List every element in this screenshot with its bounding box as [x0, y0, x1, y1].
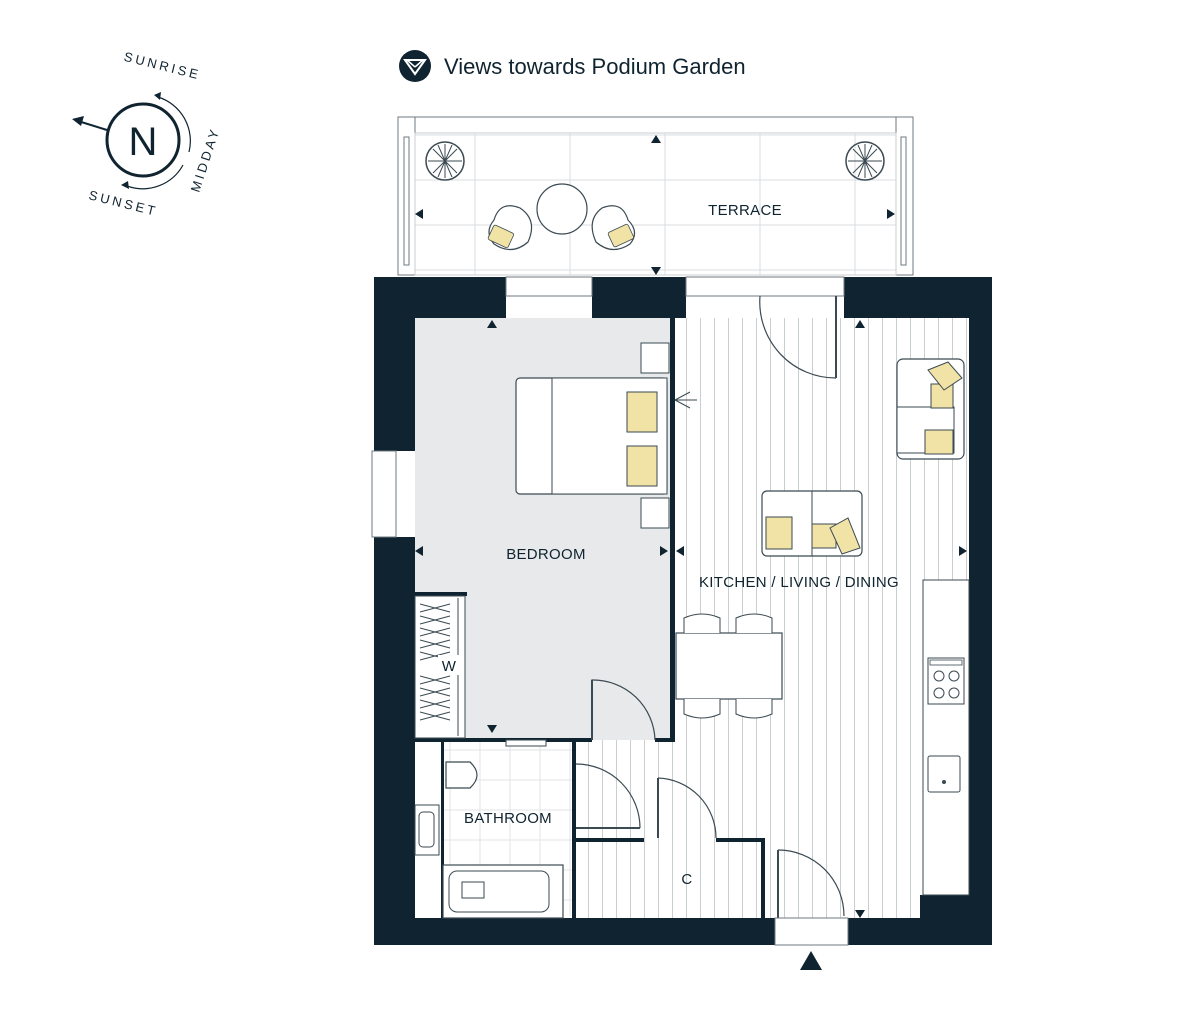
room-label-cupboard: C	[681, 871, 692, 888]
kitchen-counter	[922, 579, 970, 896]
toilet-icon	[445, 761, 478, 789]
compass-sunset: SUNSET	[87, 187, 159, 219]
entrance-arrow-icon	[800, 951, 822, 970]
bedside-table	[640, 342, 670, 374]
light-fitting-icon	[674, 391, 697, 409]
internal-walls	[415, 318, 765, 918]
terrace-chair	[591, 205, 636, 251]
windows	[371, 276, 845, 538]
compass-north-letter: N	[129, 120, 158, 164]
compass-sunrise: SUNRISE	[122, 49, 202, 83]
external-walls	[374, 277, 992, 945]
terrace-chair	[487, 205, 533, 251]
dining-table	[675, 613, 783, 719]
bedside-table	[640, 497, 670, 529]
bathtub-icon	[442, 864, 564, 919]
plant-icon	[845, 141, 885, 181]
entrance-floor	[776, 838, 921, 918]
room-label-bathroom: BATHROOM	[464, 810, 552, 827]
sink-icon	[927, 755, 961, 793]
entrance-door	[777, 849, 845, 917]
terrace-door	[759, 295, 837, 379]
plant-icon	[425, 141, 465, 181]
bedroom-door	[591, 679, 656, 741]
cupboard-door	[657, 777, 717, 839]
compass-icon: N SUNRISE MIDDAY SUNSET	[72, 49, 223, 219]
bathroom-fixtures	[414, 739, 564, 919]
terrace-table	[536, 183, 588, 235]
room-label-kitchen-living-dining: KITCHEN / LIVING / DINING	[699, 574, 899, 591]
compass-midday: MIDDAY	[188, 125, 223, 194]
room-label-wardrobe: W	[442, 658, 457, 675]
bed	[515, 377, 668, 495]
views-header: Views towards Podium Garden	[399, 50, 746, 82]
bathroom-door	[575, 763, 641, 829]
sofa	[761, 490, 863, 557]
room-label-terrace: TERRACE	[708, 202, 782, 219]
terrace: TERRACE	[397, 116, 914, 276]
views-text: Views towards Podium Garden	[444, 54, 746, 79]
armchair	[896, 358, 965, 460]
room-label-bedroom: BEDROOM	[506, 546, 586, 563]
wardrobe: W	[414, 595, 466, 739]
view-direction-icon	[399, 50, 431, 82]
